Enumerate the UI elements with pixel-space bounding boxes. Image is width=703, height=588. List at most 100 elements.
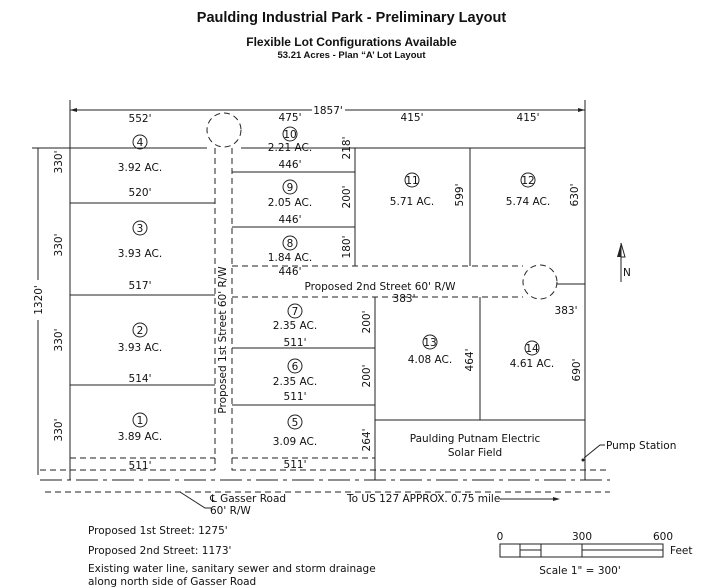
- lot-14[interactable]: 14 4.61 AC. 690' 383': [510, 305, 583, 381]
- pump-station: Pump Station: [581, 440, 676, 462]
- first-street: Proposed 1st Street 60' R/W: [206, 112, 242, 458]
- svg-text:514': 514': [129, 373, 152, 385]
- svg-text:330': 330': [53, 419, 65, 442]
- svg-text:383': 383': [555, 305, 578, 317]
- svg-text:330': 330': [53, 329, 65, 352]
- svg-text:300: 300: [572, 531, 592, 543]
- lot-8[interactable]: 8 1.84 AC. 180' 446': [268, 235, 353, 278]
- svg-text:520': 520': [129, 187, 152, 199]
- svg-text:690': 690': [571, 359, 583, 382]
- svg-text:along north side of Gasser Roa: along north side of Gasser Road: [88, 576, 256, 588]
- svg-text:60' R/W: 60' R/W: [210, 505, 251, 517]
- svg-text:1857': 1857': [313, 105, 343, 117]
- lot-1[interactable]: 1 3.89 AC. 330' 514': [53, 373, 162, 443]
- svg-text:13: 13: [423, 337, 436, 349]
- svg-text:7: 7: [292, 306, 299, 318]
- svg-text:2.35 AC.: 2.35 AC.: [273, 376, 317, 388]
- svg-text:Proposed 1st Street: 1275': Proposed 1st Street: 1275': [88, 525, 228, 537]
- svg-text:383': 383': [393, 293, 416, 305]
- svg-text:11: 11: [405, 175, 418, 187]
- svg-text:0: 0: [497, 531, 504, 543]
- svg-text:3.89 AC.: 3.89 AC.: [118, 431, 162, 443]
- solar-field: Paulding Putnam Electric Solar Field: [410, 433, 541, 459]
- overall-height-dimension: 1320': [32, 147, 70, 475]
- svg-text:415': 415': [401, 112, 424, 124]
- svg-text:Proposed 1st Street 60' R/W: Proposed 1st Street 60' R/W: [217, 266, 229, 414]
- lot-3[interactable]: 3 3.93 AC. 330' 520': [53, 187, 162, 260]
- svg-text:200': 200': [361, 311, 373, 334]
- svg-text:6: 6: [292, 361, 299, 373]
- svg-text:9: 9: [287, 182, 294, 194]
- lot-11[interactable]: 11 5.71 AC. 599' 415': [390, 112, 466, 208]
- lot-6[interactable]: 6 2.35 AC. 200' 511': [273, 358, 373, 403]
- plan-title: Paulding Industrial Park - Preliminary L…: [196, 10, 507, 26]
- lot-2[interactable]: 23.93 AC.330'517': [53, 280, 162, 354]
- lot-7[interactable]: 7 2.35 AC. 200' 511': [273, 303, 373, 349]
- svg-text:Existing water line, sanitary: Existing water line, sanitary sewer and …: [88, 563, 376, 575]
- lot-10[interactable]: 102.21 AC. 218' 475' 446': [268, 112, 353, 171]
- svg-text:200': 200': [341, 186, 353, 209]
- svg-text:4.61 AC.: 4.61 AC.: [510, 358, 554, 370]
- svg-text:5: 5: [292, 417, 299, 429]
- svg-text:511': 511': [284, 337, 307, 349]
- svg-text:Proposed 2nd Street 60' R/W: Proposed 2nd Street 60' R/W: [304, 281, 456, 293]
- overall-width-dimension: 1857': [69, 100, 586, 148]
- lot-4[interactable]: 4 3.92 AC. 330' 552': [53, 113, 162, 174]
- lot-12[interactable]: 125.74 AC.630'415': [506, 112, 581, 208]
- svg-text:1.84 AC.: 1.84 AC.: [268, 252, 312, 264]
- svg-text:4: 4: [137, 137, 144, 149]
- svg-text:464': 464': [464, 349, 476, 372]
- svg-text:475': 475': [279, 112, 302, 124]
- svg-text:3: 3: [137, 223, 144, 235]
- svg-text:218': 218': [341, 137, 353, 160]
- svg-text:511': 511': [284, 391, 307, 403]
- second-street: Proposed 2nd Street 60' R/W: [232, 264, 558, 300]
- svg-text:2.35 AC.: 2.35 AC.: [273, 320, 317, 332]
- gasser-road: ℄ Gasser Road 60' R/W To US 127 APPROX. …: [40, 457, 610, 517]
- svg-text:599': 599': [454, 184, 466, 207]
- svg-text:3.09 AC.: 3.09 AC.: [273, 436, 317, 448]
- svg-text:12: 12: [521, 175, 534, 187]
- svg-text:630': 630': [569, 184, 581, 207]
- svg-text:446': 446': [279, 214, 302, 226]
- svg-text:511': 511': [284, 459, 307, 471]
- svg-text:1: 1: [137, 415, 144, 427]
- svg-text:℄ Gasser Road: ℄ Gasser Road: [209, 493, 286, 505]
- svg-text:5.71 AC.: 5.71 AC.: [390, 196, 434, 208]
- svg-text:446': 446': [279, 159, 302, 171]
- svg-text:To US 127 APPROX. 0.75 mile: To US 127 APPROX. 0.75 mile: [346, 493, 500, 505]
- svg-text:600: 600: [653, 531, 673, 543]
- svg-text:2.05 AC.: 2.05 AC.: [268, 197, 312, 209]
- svg-text:8: 8: [287, 238, 294, 250]
- svg-text:N: N: [623, 267, 631, 279]
- svg-text:446': 446': [279, 266, 302, 278]
- svg-text:2: 2: [137, 325, 144, 337]
- svg-text:200': 200': [361, 365, 373, 388]
- lot-1-bottom-width: 511': [129, 460, 152, 472]
- svg-text:10: 10: [283, 129, 296, 141]
- svg-text:3.92 AC.: 3.92 AC.: [118, 162, 162, 174]
- svg-text:3.93 AC.: 3.93 AC.: [118, 342, 162, 354]
- svg-text:3.93 AC.: 3.93 AC.: [118, 248, 162, 260]
- lot-5[interactable]: 5 3.09 AC. 264' 511': [273, 414, 373, 471]
- svg-text:552': 552': [129, 113, 152, 125]
- lot-9[interactable]: 9 2.05 AC. 200' 446': [268, 179, 353, 226]
- lot-boundaries: [69, 147, 586, 480]
- svg-text:Solar Field: Solar Field: [448, 447, 502, 459]
- svg-text:2.21 AC.: 2.21 AC.: [268, 142, 312, 154]
- svg-text:5.74 AC.: 5.74 AC.: [506, 196, 550, 208]
- svg-text:4.08 AC.: 4.08 AC.: [408, 354, 452, 366]
- plan-subtitle: Flexible Lot Configurations Available: [246, 35, 457, 49]
- acres-line: 53.21 Acres - Plan “A’ Lot Layout: [277, 50, 426, 61]
- svg-text:330': 330': [53, 234, 65, 257]
- svg-text:180': 180': [341, 236, 353, 259]
- svg-text:Paulding Putnam Electric: Paulding Putnam Electric: [410, 433, 541, 445]
- svg-text:14: 14: [525, 343, 539, 355]
- north-arrow-icon: N: [617, 242, 631, 282]
- svg-text:Pump Station: Pump Station: [606, 440, 676, 452]
- svg-text:1320': 1320': [33, 285, 45, 315]
- svg-text:264': 264': [361, 429, 373, 452]
- lot-13[interactable]: 13 4.08 AC. 464' 383': [393, 293, 476, 371]
- svg-text:330': 330': [53, 151, 65, 174]
